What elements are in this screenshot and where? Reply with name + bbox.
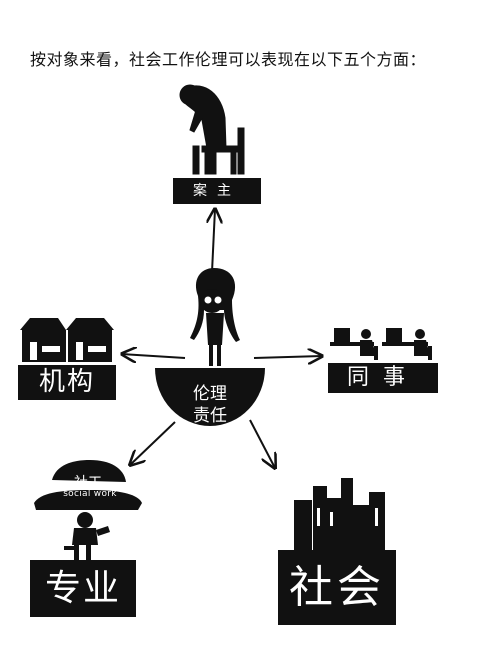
node-colleague-label: 同事 <box>328 363 438 393</box>
agency-buildings-icon <box>20 318 114 362</box>
hat-label-cn: 社工 <box>74 475 102 491</box>
professional-figure <box>34 460 142 560</box>
arrow-to-professional <box>130 421 176 465</box>
node-agency-label: 机构 <box>18 365 116 400</box>
center-label-line1: 伦理 <box>193 384 227 404</box>
client-figure <box>179 84 245 175</box>
hat-label-en: social work <box>63 489 117 499</box>
arrow-to-client <box>212 209 215 273</box>
colleague-office-icon <box>330 328 432 360</box>
society-skyline-icon <box>294 478 385 550</box>
arrow-to-society <box>249 419 275 468</box>
node-society-label: 社会 <box>278 550 396 625</box>
center-figure <box>190 268 240 366</box>
arrow-to-agency <box>122 354 186 358</box>
arrow-to-colleague <box>253 356 322 358</box>
ethics-bowl <box>155 368 265 426</box>
node-client-label: 案主 <box>173 178 261 204</box>
node-professional-label: 专业 <box>30 560 136 617</box>
center-label-line2: 责任 <box>193 406 227 426</box>
diagram-title: 按对象来看，社会工作伦理可以表现在以下五个方面： <box>30 50 427 69</box>
